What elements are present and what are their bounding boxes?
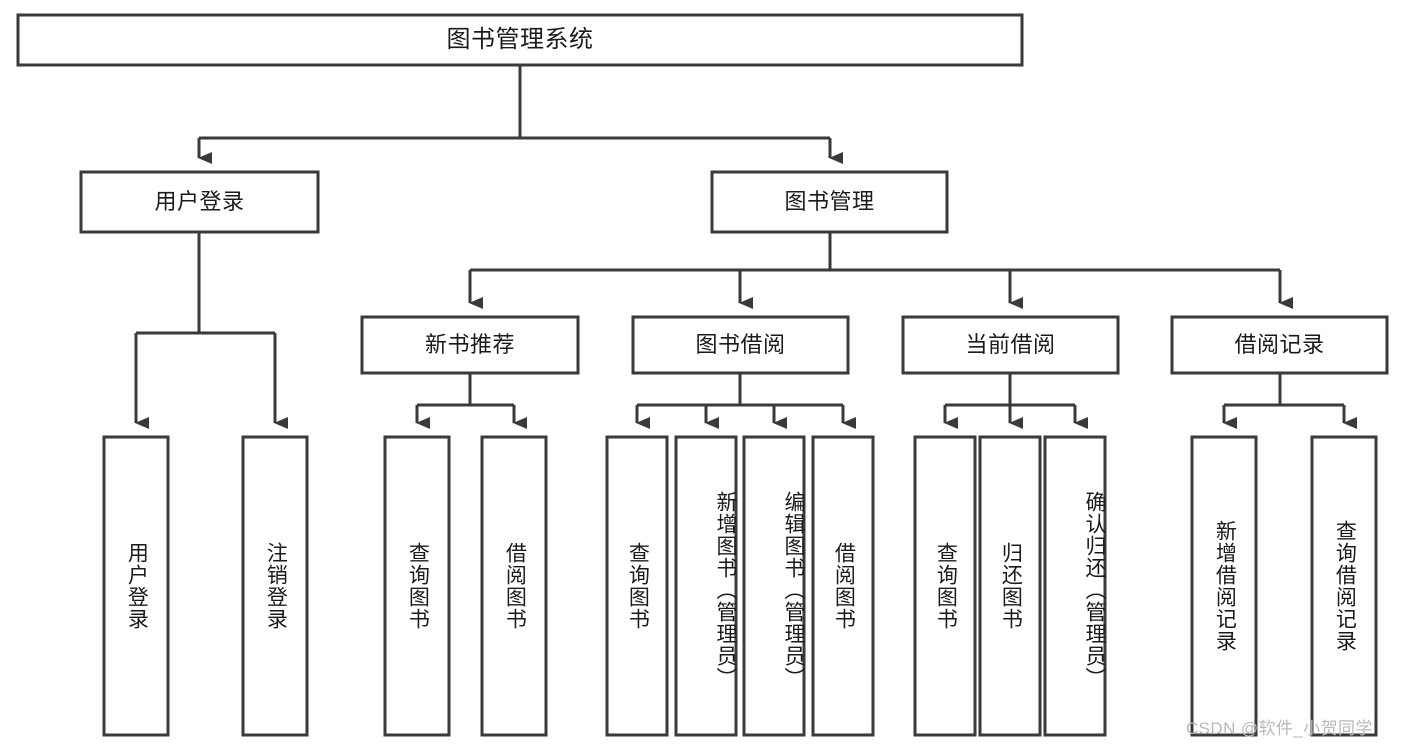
node-box-leaf-confirm-return-admin[interactable]	[1043, 435, 1107, 737]
node-box-leaf-return-book[interactable]	[978, 435, 1042, 737]
node-box-user-login[interactable]	[79, 170, 320, 234]
node-box-book-borrow[interactable]	[631, 315, 850, 375]
node-box-leaf-query-borrow-record[interactable]	[1310, 435, 1378, 737]
node-box-leaf-user-login[interactable]	[102, 435, 170, 737]
node-box-leaf-edit-book-admin[interactable]	[742, 435, 806, 737]
node-box-borrow-record[interactable]	[1170, 315, 1389, 375]
node-box-leaf-add-borrow-record[interactable]	[1190, 435, 1258, 737]
node-box-leaf-query-book-2[interactable]	[605, 435, 669, 737]
node-box-current-borrow[interactable]	[901, 315, 1120, 375]
node-box-new-book-recommend[interactable]	[360, 315, 580, 375]
node-box-leaf-add-book-admin[interactable]	[674, 435, 738, 737]
node-box-leaf-query-book-3[interactable]	[913, 435, 977, 737]
node-box-leaf-borrow-book-2[interactable]	[811, 435, 875, 737]
node-box-leaf-logout-login[interactable]	[241, 435, 309, 737]
node-box-root[interactable]	[16, 13, 1024, 67]
node-box-book-management[interactable]	[710, 170, 949, 234]
node-box-leaf-borrow-book-1[interactable]	[480, 435, 548, 737]
node-box-leaf-query-book-1[interactable]	[383, 435, 451, 737]
